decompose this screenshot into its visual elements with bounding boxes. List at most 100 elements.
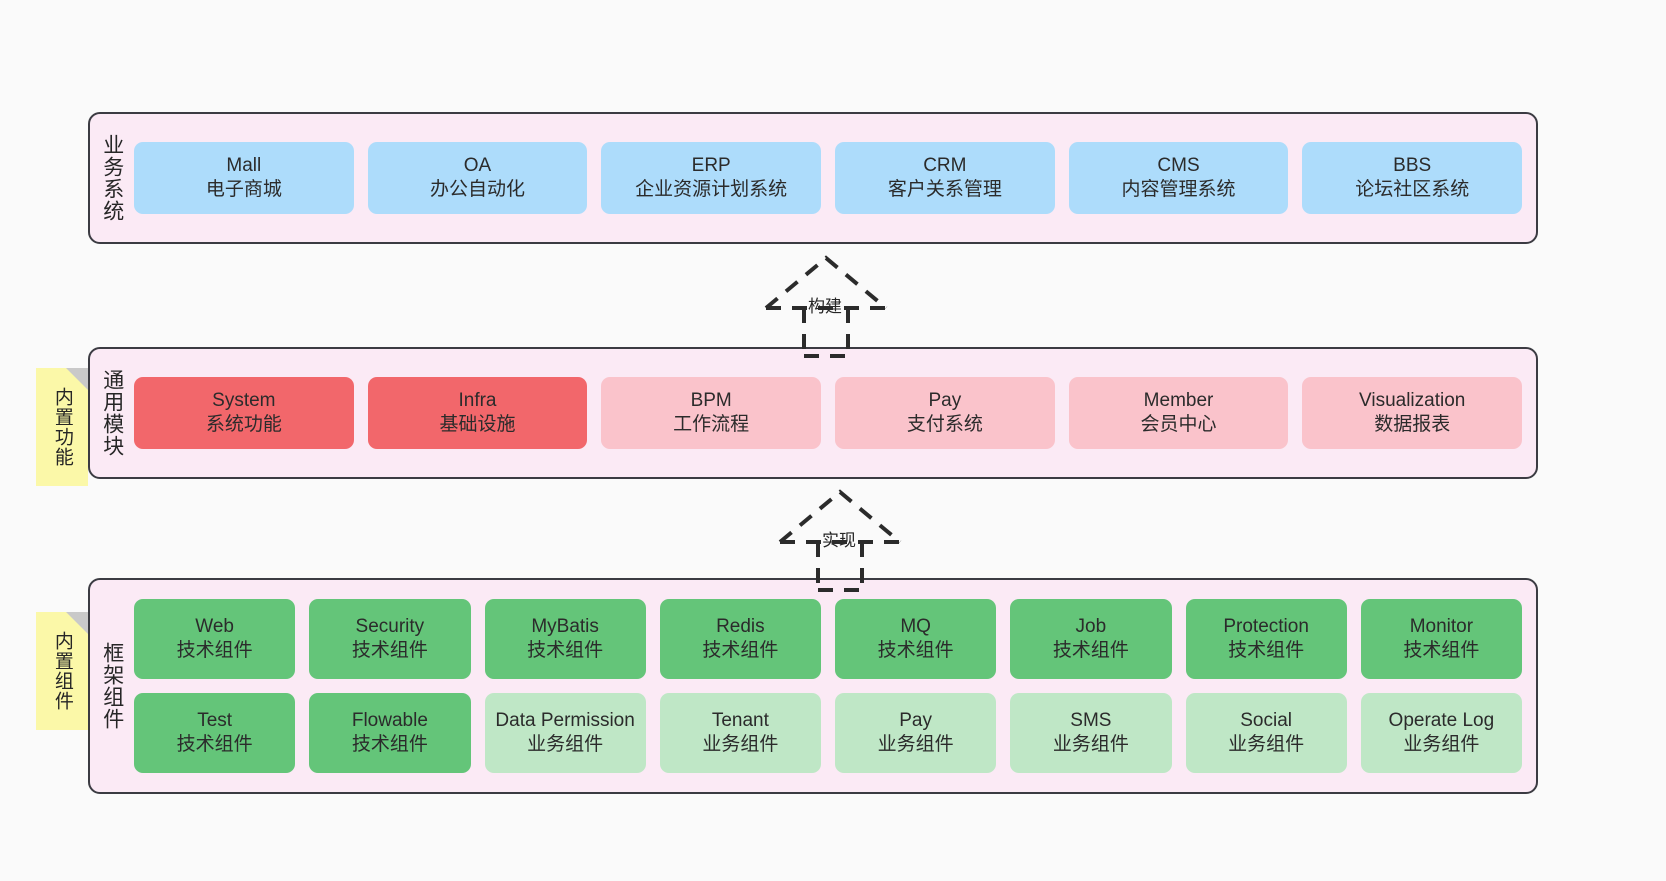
node-title: BPM xyxy=(690,389,732,411)
node-mall[interactable]: Mall 电子商城 xyxy=(134,142,354,214)
node-social[interactable]: Social 业务组件 xyxy=(1185,693,1347,773)
sticky-note-label: 内置功能 xyxy=(51,387,73,467)
node-title: System xyxy=(212,389,276,411)
node-subtitle: 技术组件 xyxy=(702,640,779,661)
node-title: Security xyxy=(355,615,425,637)
node-title: MQ xyxy=(900,615,931,637)
node-test[interactable]: Test 技术组件 xyxy=(134,693,296,773)
node-title: Flowable xyxy=(351,709,428,731)
node-subtitle: 业务组件 xyxy=(1228,734,1305,755)
node-title: Pay xyxy=(899,709,932,731)
node-job[interactable]: Job 技术组件 xyxy=(1010,599,1172,679)
node-title: CMS xyxy=(1157,154,1200,176)
node-subtitle: 业务组件 xyxy=(702,734,779,755)
node-title: Redis xyxy=(716,615,765,637)
node-cms[interactable]: CMS 内容管理系统 xyxy=(1068,142,1289,214)
layer-business-system: 业务系统 Mall 电子商城 OA 办公自动化 ERP 企业资源计划系统 CRM… xyxy=(88,112,1538,244)
node-pay-component[interactable]: Pay 业务组件 xyxy=(835,693,997,773)
node-system[interactable]: System 系统功能 xyxy=(134,377,354,449)
node-title: CRM xyxy=(923,154,967,176)
layer-body-frame: Web 技术组件 Security 技术组件 MyBatis 技术组件 Redi… xyxy=(134,580,1536,792)
node-title: Operate Log xyxy=(1388,709,1495,731)
node-sms[interactable]: SMS 业务组件 xyxy=(1010,693,1172,773)
sticky-note-builtin-function: 内置功能 xyxy=(36,368,88,486)
node-tenant[interactable]: Tenant 业务组件 xyxy=(659,693,821,773)
node-subtitle: 支付系统 xyxy=(906,414,983,435)
node-monitor[interactable]: Monitor 技术组件 xyxy=(1360,599,1522,679)
connector-build-arrow xyxy=(764,255,888,358)
node-subtitle: 企业资源计划系统 xyxy=(635,179,788,200)
node-title: Protection xyxy=(1223,615,1309,637)
node-title: Test xyxy=(197,709,233,731)
node-security[interactable]: Security 技术组件 xyxy=(309,599,471,679)
node-data-permission[interactable]: Data Permission 业务组件 xyxy=(484,693,646,773)
node-subtitle: 工作流程 xyxy=(673,414,750,435)
sticky-note-builtin-component: 内置组件 xyxy=(36,612,88,730)
node-crm[interactable]: CRM 客户关系管理 xyxy=(835,142,1055,214)
node-bpm[interactable]: BPM 工作流程 xyxy=(601,377,822,449)
node-title: MyBatis xyxy=(531,615,599,637)
node-subtitle: 数据报表 xyxy=(1374,414,1451,435)
node-subtitle: 系统功能 xyxy=(205,414,282,435)
node-operate-log[interactable]: Operate Log 业务组件 xyxy=(1360,693,1522,773)
node-subtitle: 技术组件 xyxy=(1228,640,1305,661)
layer-framework-component: 框架组件 Web 技术组件 Security 技术组件 MyBatis 技术组件… xyxy=(88,578,1538,794)
node-title: Tenant xyxy=(711,709,769,731)
cell-row: System 系统功能 Infra 基础设施 BPM 工作流程 Pay 支付系统… xyxy=(134,377,1523,449)
node-infra[interactable]: Infra 基础设施 xyxy=(367,377,588,449)
node-subtitle: 技术组件 xyxy=(176,734,253,755)
node-pay[interactable]: Pay 支付系统 xyxy=(835,377,1055,449)
node-subtitle: 技术组件 xyxy=(1052,640,1129,661)
sticky-fold-corner-icon xyxy=(66,612,88,634)
node-title: BBS xyxy=(1393,154,1432,176)
node-title: ERP xyxy=(691,154,731,176)
node-title: Data Permission xyxy=(495,709,635,731)
node-title: Monitor xyxy=(1409,615,1474,637)
sticky-fold-corner-icon xyxy=(66,368,88,390)
layer-common-module: 通用模块 System 系统功能 Infra 基础设施 BPM 工作流程 Pay… xyxy=(88,347,1538,479)
node-subtitle: 会员中心 xyxy=(1140,414,1217,435)
node-subtitle: 业务组件 xyxy=(1403,734,1480,755)
node-subtitle: 技术组件 xyxy=(351,640,428,661)
node-visualization[interactable]: Visualization 数据报表 xyxy=(1302,377,1523,449)
node-subtitle: 技术组件 xyxy=(527,640,604,661)
node-title: Job xyxy=(1075,615,1107,637)
node-title: Member xyxy=(1143,389,1214,411)
node-title: Social xyxy=(1240,709,1292,731)
layer-body-business: Mall 电子商城 OA 办公自动化 ERP 企业资源计划系统 CRM 客户关系… xyxy=(134,114,1536,242)
cell-row: Test 技术组件 Flowable 技术组件 Data Permission … xyxy=(134,693,1522,773)
node-mybatis[interactable]: MyBatis 技术组件 xyxy=(484,599,646,679)
node-web[interactable]: Web 技术组件 xyxy=(134,599,296,679)
node-bbs[interactable]: BBS 论坛社区系统 xyxy=(1302,142,1523,214)
node-protection[interactable]: Protection 技术组件 xyxy=(1185,599,1347,679)
layer-title-business: 业务系统 xyxy=(100,134,124,222)
node-subtitle: 技术组件 xyxy=(1403,640,1480,661)
node-subtitle: 论坛社区系统 xyxy=(1355,179,1470,200)
node-subtitle: 内容管理系统 xyxy=(1121,179,1236,200)
node-subtitle: 基础设施 xyxy=(439,414,516,435)
node-oa[interactable]: OA 办公自动化 xyxy=(367,142,588,214)
node-mq[interactable]: MQ 技术组件 xyxy=(835,599,997,679)
connector-implement-arrow xyxy=(778,489,902,592)
node-subtitle: 办公自动化 xyxy=(430,179,526,200)
node-member[interactable]: Member 会员中心 xyxy=(1068,377,1289,449)
node-subtitle: 技术组件 xyxy=(351,734,428,755)
layer-title-frame: 框架组件 xyxy=(100,642,124,730)
node-title: Web xyxy=(195,615,234,637)
layer-body-module: System 系统功能 Infra 基础设施 BPM 工作流程 Pay 支付系统… xyxy=(134,349,1536,477)
node-subtitle: 业务组件 xyxy=(527,734,604,755)
node-title: SMS xyxy=(1070,709,1112,731)
node-flowable[interactable]: Flowable 技术组件 xyxy=(309,693,471,773)
node-subtitle: 业务组件 xyxy=(1052,734,1129,755)
layer-title-module: 通用模块 xyxy=(100,369,124,457)
node-erp[interactable]: ERP 企业资源计划系统 xyxy=(601,142,822,214)
node-subtitle: 业务组件 xyxy=(877,734,954,755)
cell-row: Mall 电子商城 OA 办公自动化 ERP 企业资源计划系统 CRM 客户关系… xyxy=(134,142,1523,214)
node-title: OA xyxy=(463,154,492,176)
node-subtitle: 技术组件 xyxy=(877,640,954,661)
node-title: Visualization xyxy=(1359,389,1466,411)
node-redis[interactable]: Redis 技术组件 xyxy=(659,599,821,679)
sticky-note-label: 内置组件 xyxy=(51,631,73,711)
node-title: Mall xyxy=(226,154,262,176)
